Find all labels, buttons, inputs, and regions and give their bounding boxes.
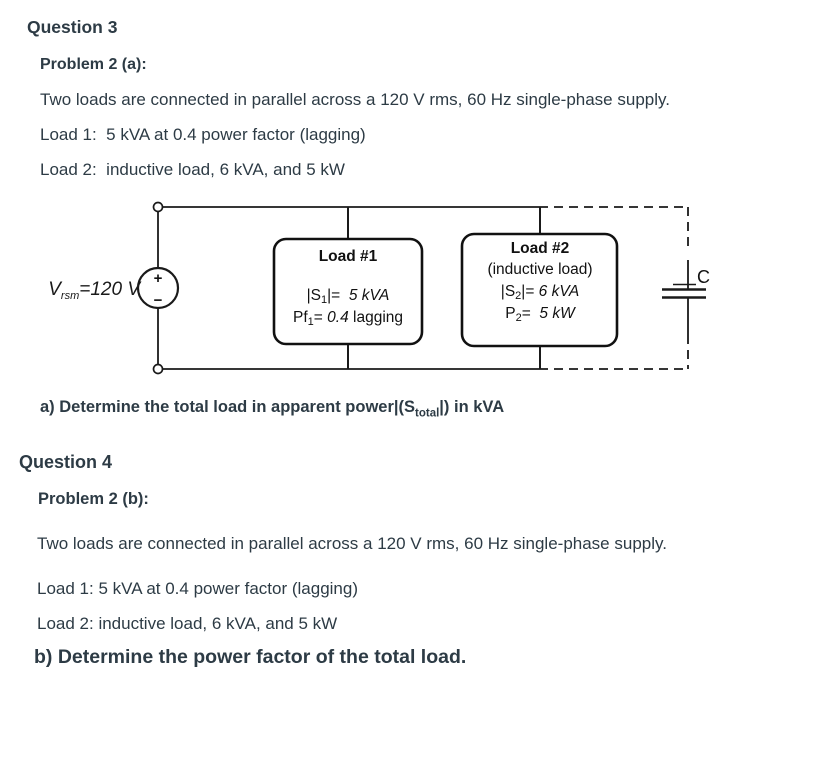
- q3-prompt-suffix: |) in kVA: [439, 398, 505, 416]
- source-voltage-label: Vrsm=120 V: [48, 279, 142, 302]
- q4-load2-text: Load 2: inductive load, 6 kVA, and 5 kW: [37, 614, 338, 633]
- load1-pf-subscript: 1: [308, 316, 314, 328]
- q4-problem-label: Problem 2 (b):: [38, 490, 149, 508]
- load1-pf-value: 0.4: [323, 309, 349, 326]
- load2-p-prefix: P: [505, 305, 515, 322]
- question-4-title: Question 4: [19, 452, 113, 472]
- capacitor-label: C: [697, 267, 710, 287]
- q3-load1-text: Load 1: 5 kVA at 0.4 power factor (laggi…: [40, 125, 366, 144]
- load1-pf-equals: =: [314, 309, 323, 326]
- load1-power-factor: Pf1= 0.4 lagging: [293, 309, 403, 328]
- load2-s-prefix: |S: [501, 283, 515, 300]
- source-minus-sign: −: [154, 292, 163, 309]
- q3-intro-text: Two loads are connected in parallel acro…: [40, 90, 670, 109]
- source-plus-sign: +: [154, 270, 163, 287]
- circuit-diagram: + − Vrsm=120 V Load #1 |S1|= 5 kVA Pf1= …: [0, 190, 828, 390]
- load1-s-value: 5 kVA: [340, 287, 389, 304]
- load1-apparent-power: |S1|= 5 kVA: [307, 287, 390, 306]
- bottom-terminal: [152, 363, 164, 375]
- q4-intro-text: Two loads are connected in parallel acro…: [37, 534, 667, 553]
- v-symbol: V: [48, 279, 63, 300]
- load1-pf-prefix: Pf: [293, 309, 308, 326]
- q4-prompt-text: b) Determine the power factor of the tot…: [34, 646, 467, 668]
- v-subscript: rsm: [61, 290, 79, 302]
- load1-box: [272, 237, 424, 346]
- question-3-title: Question 3: [27, 17, 118, 37]
- load2-apparent-power: |S2|= 6 kVA: [501, 283, 579, 302]
- load2-real-power: P2= 5 kW: [505, 305, 576, 324]
- load2-s-equals: |=: [521, 283, 534, 300]
- circuit-diagram-svg: + − Vrsm=120 V Load #1 |S1|= 5 kVA Pf1= …: [48, 201, 710, 375]
- q3-load2-text: Load 2: inductive load, 6 kVA, and 5 kW: [40, 160, 345, 179]
- q3-prompt-prefix: a) Determine the total load in apparent …: [40, 398, 416, 416]
- load1-title: Load #1: [319, 248, 378, 265]
- q3-problem-label: Problem 2 (a):: [40, 56, 147, 73]
- load1-pf-lagging: lagging: [349, 309, 403, 326]
- load2-p-value: 5 kW: [531, 305, 576, 322]
- load2-p-subscript: 2: [516, 312, 522, 324]
- top-terminal: [152, 201, 164, 213]
- load1-s-prefix: |S: [307, 287, 321, 304]
- q3-prompt-text: a) Determine the total load in apparent …: [40, 398, 504, 419]
- q3-prompt-subscript: total: [415, 407, 440, 420]
- v-value: =120 V: [79, 279, 142, 300]
- load2-subtitle: (inductive load): [487, 261, 592, 278]
- load2-box: [460, 232, 619, 348]
- load1-s-equals: |=: [327, 287, 340, 304]
- load2-s-subscript: 2: [515, 290, 521, 302]
- load2-p-equals: =: [522, 305, 531, 322]
- q4-load1-text: Load 1: 5 kVA at 0.4 power factor (laggi…: [37, 579, 358, 598]
- load2-title: Load #2: [511, 240, 570, 257]
- voltage-source-icon: [136, 266, 180, 310]
- load1-s-subscript: 1: [321, 294, 327, 306]
- load2-s-value: 6 kVA: [534, 283, 579, 300]
